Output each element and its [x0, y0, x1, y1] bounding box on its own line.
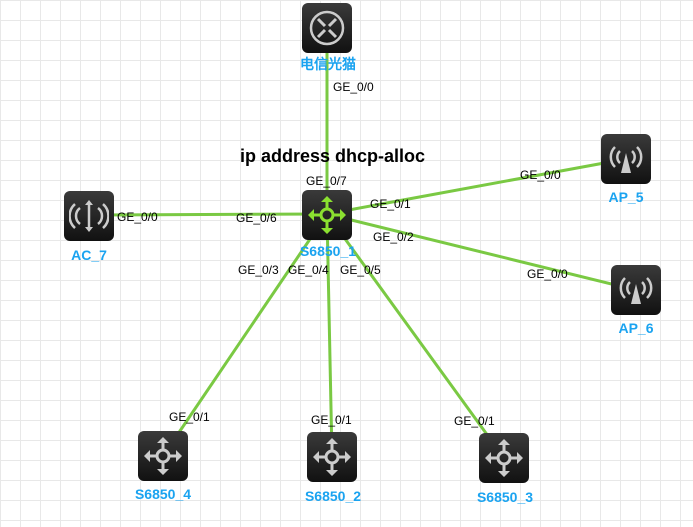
port-label: GE_0/5: [340, 263, 381, 277]
port-label: GE_0/3: [238, 263, 279, 277]
ac7-node[interactable]: [64, 191, 114, 241]
ac7-label: AC_7: [71, 247, 107, 263]
s6850-3-label: S6850_3: [476, 489, 534, 505]
port-label: GE_0/0: [527, 267, 568, 281]
switch-icon: [485, 439, 523, 477]
switch-icon: [313, 438, 351, 476]
ap5-label: AP_5: [608, 189, 644, 205]
link-s4-core: [161, 213, 329, 457]
access-point-icon: [619, 277, 653, 304]
port-label: GE_0/4: [288, 263, 329, 277]
s6850-2-node[interactable]: [307, 432, 357, 482]
port-label: GE_0/1: [169, 410, 210, 424]
port-label: GE_0/6: [236, 211, 277, 225]
s6850-2-label: S6850_2: [304, 488, 362, 504]
config-title: ip address dhcp-alloc: [240, 146, 426, 166]
port-label: GE_0/0: [520, 168, 561, 182]
switch-icon: [144, 437, 182, 475]
access-point-icon: [609, 146, 643, 173]
core-switch-node[interactable]: [302, 190, 352, 240]
core-label: S6850_1: [299, 243, 357, 259]
link-ap6-core: [326, 212, 637, 292]
link-ap5-core: [326, 157, 627, 216]
router-label: 电信光猫: [300, 56, 356, 72]
s6850-4-node[interactable]: [138, 431, 188, 481]
link-s2-core: [325, 213, 334, 458]
access-controller-icon: [69, 200, 109, 232]
router-node[interactable]: [302, 3, 352, 53]
port-label: GE_0/2: [373, 230, 414, 244]
port-label: GE_0/1: [311, 413, 352, 427]
port-label: GE_0/1: [454, 414, 495, 428]
s6850-3-node[interactable]: [479, 433, 529, 483]
ap6-node[interactable]: [611, 265, 661, 315]
port-label: GE_0/7: [306, 174, 347, 188]
switch-icon: [308, 196, 346, 234]
ap5-node[interactable]: [601, 134, 651, 184]
router-icon: [309, 10, 345, 46]
port-label: GE_0/0: [333, 80, 374, 94]
port-label: GE_0/0: [117, 210, 158, 224]
s6850-4-label: S6850_4: [134, 486, 192, 502]
link-ac7-core: [88, 212, 328, 217]
ap6-label: AP_6: [618, 320, 654, 336]
link-s3-core: [325, 213, 506, 459]
port-label: GE_0/1: [370, 197, 411, 211]
